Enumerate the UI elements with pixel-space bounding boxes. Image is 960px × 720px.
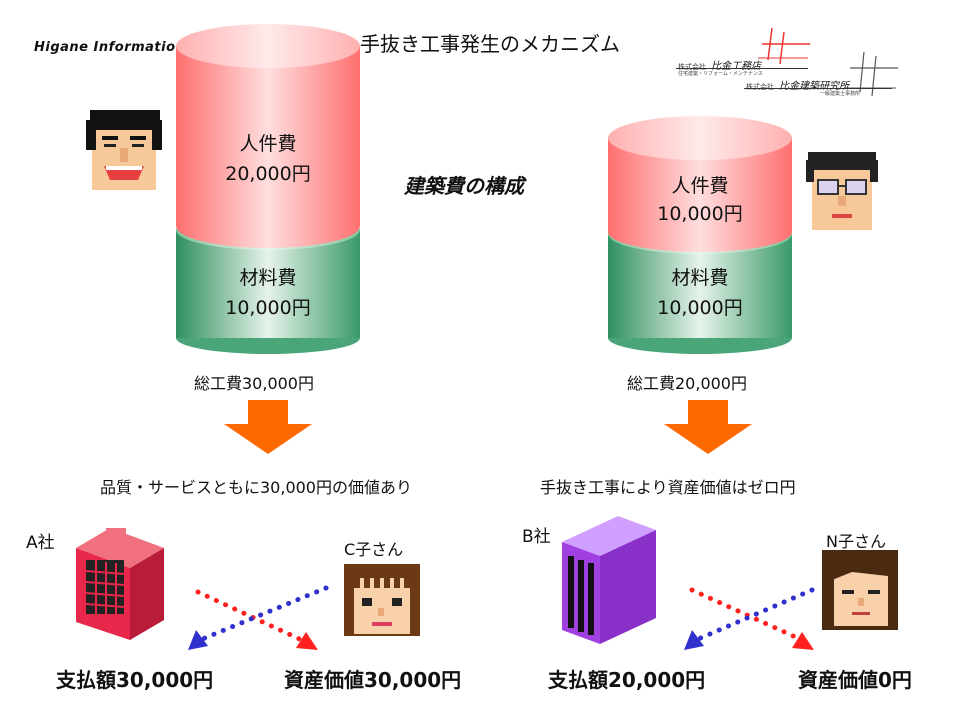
blue-arrowhead-icon bbox=[188, 630, 208, 650]
center-title: 建築費の構成 bbox=[404, 174, 524, 198]
left-cross-arrows bbox=[188, 585, 329, 650]
right-down-arrow-icon bbox=[664, 400, 752, 454]
left-material-value: 10,000円 bbox=[225, 297, 310, 319]
logo-komuten-mark-icon bbox=[758, 27, 810, 65]
logo2-prefix: 株式会社 bbox=[746, 83, 774, 91]
right-material-value: 10,000円 bbox=[657, 297, 742, 319]
right-cross-arrows bbox=[684, 587, 815, 650]
red-arrowhead-icon bbox=[296, 632, 318, 650]
person-c-label: C子さん bbox=[344, 540, 404, 559]
person-n-label: N子さん bbox=[826, 532, 886, 551]
girl-n-face-icon bbox=[822, 550, 898, 630]
logo-kenkyusho: 株式会社 比金建築研究所 一級建築士事務所 bbox=[740, 52, 900, 102]
building-a-icon bbox=[76, 528, 164, 640]
left-caption: 品質・サービスともに30,000円の価値あり bbox=[100, 478, 412, 497]
man-glasses-face-icon bbox=[806, 152, 878, 230]
left-down-arrow-icon bbox=[224, 400, 312, 454]
blue-arrowhead-icon bbox=[684, 630, 704, 650]
right-material-label: 材料費 bbox=[671, 267, 728, 289]
left-labor-label: 人件費 bbox=[239, 133, 296, 155]
logo1-name: 比金工務店 bbox=[711, 61, 762, 72]
right-total-cost: 総工費20,000円 bbox=[627, 374, 747, 393]
left-labor-cylinder bbox=[176, 24, 360, 248]
right-labor-label: 人件費 bbox=[671, 175, 728, 197]
logo-komuten: 株式会社 比金工務店 住宅建築・リフォーム・メンテナンス bbox=[672, 24, 812, 78]
right-payment: 支払額20,000円 bbox=[548, 668, 706, 692]
logo2-name: 比金建築研究所 bbox=[779, 81, 850, 92]
building-b-icon bbox=[562, 516, 656, 644]
girl-c-face-icon bbox=[344, 564, 420, 636]
left-material-label: 材料費 bbox=[239, 267, 296, 289]
left-asset-value: 資産価値30,000円 bbox=[284, 668, 462, 692]
right-caption: 手抜き工事により資産価値はゼロ円 bbox=[540, 478, 796, 497]
page-title: 手抜き工事発生のメカニズム bbox=[360, 32, 620, 56]
logo1-prefix: 株式会社 bbox=[678, 63, 706, 71]
man-smiling-face-icon bbox=[86, 110, 162, 190]
right-labor-cylinder bbox=[608, 116, 792, 252]
logo1-sub: 住宅建築・リフォーム・メンテナンス bbox=[678, 71, 763, 77]
company-b-label: B社 bbox=[522, 527, 551, 547]
right-asset-value: 資産価値0円 bbox=[798, 668, 912, 692]
company-a-label: A社 bbox=[26, 533, 55, 553]
right-labor-value: 10,000円 bbox=[657, 203, 742, 225]
left-payment: 支払額30,000円 bbox=[56, 668, 214, 692]
logo2-sub: 一級建築士事務所 bbox=[820, 91, 861, 97]
left-total-cost: 総工費30,000円 bbox=[194, 374, 314, 393]
left-labor-value: 20,000円 bbox=[225, 163, 310, 185]
red-arrowhead-icon bbox=[792, 632, 814, 650]
